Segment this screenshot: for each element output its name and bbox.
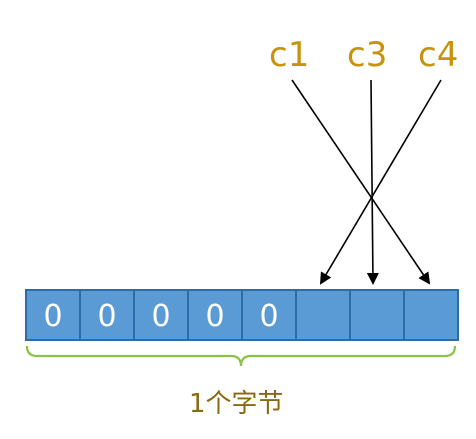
- byte-cell-5: [241, 289, 297, 341]
- label-c1: c1: [269, 35, 309, 75]
- byte-cell-value-1: 0: [43, 299, 62, 334]
- byte-cell-value-4: 0: [205, 299, 224, 334]
- byte-cell-3: [133, 289, 189, 341]
- arrow-c3: [366, 79, 379, 285]
- label-c3: c3: [347, 35, 387, 75]
- byte-cell-1: [25, 289, 81, 341]
- byte-cell-value-3: 0: [151, 299, 170, 334]
- byte-brace: [25, 345, 457, 367]
- label-c4: c4: [418, 35, 458, 75]
- caption-one-byte: 1个字节: [189, 389, 284, 419]
- byte-cell-6: [295, 289, 351, 341]
- byte-cell-value-5: 0: [259, 299, 278, 334]
- byte-cell-2: [79, 289, 135, 341]
- arrow-c4: [319, 79, 442, 285]
- byte-cell-7: [349, 289, 405, 341]
- byte-cell-8: [403, 289, 459, 341]
- arrow-c1: [291, 79, 431, 285]
- byte-cell-value-2: 0: [97, 299, 116, 334]
